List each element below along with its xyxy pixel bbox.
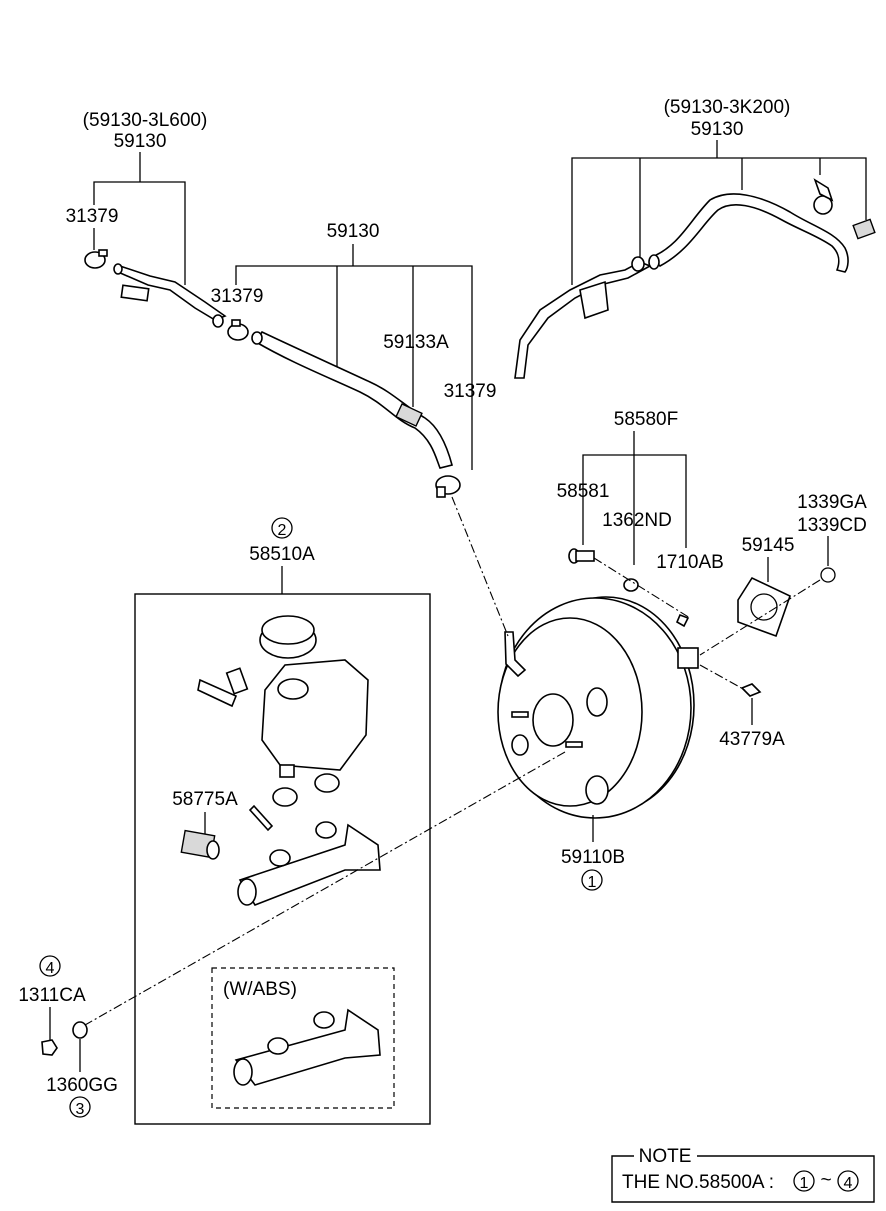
level-sensor-part bbox=[197, 678, 238, 708]
pin-2-label: 1710AB bbox=[656, 552, 724, 573]
note-range-start: 1 bbox=[800, 1175, 809, 1192]
booster-num-circle bbox=[581, 869, 603, 891]
abs-variant-box bbox=[211, 967, 395, 1109]
pin-2-part bbox=[675, 613, 690, 628]
clip-label: 1362ND bbox=[602, 510, 672, 531]
check-valve-part bbox=[395, 403, 423, 427]
nut-part bbox=[41, 1039, 58, 1056]
left-hose-label: 59130 bbox=[114, 131, 167, 152]
clamp-a-label: 31379 bbox=[66, 206, 119, 227]
mid-hose-leader bbox=[235, 244, 473, 470]
stud-dash-line bbox=[699, 579, 821, 656]
clamp-c-part bbox=[435, 475, 461, 498]
note-range-end-circle bbox=[837, 1170, 859, 1192]
split-pin-label: 43779A bbox=[719, 729, 785, 750]
master-cyl-num: 2 bbox=[278, 522, 287, 539]
master-cylinder-box bbox=[134, 593, 431, 1125]
pin-kit-leader bbox=[582, 431, 687, 565]
left-pipe-part bbox=[113, 263, 227, 328]
clamp-a-part bbox=[84, 249, 108, 269]
left-hose-alt-label: (59130-3L600) bbox=[83, 110, 208, 131]
pressure-sensor-part bbox=[180, 829, 220, 860]
washer-part bbox=[72, 1021, 88, 1039]
reservoir-grommet-label: 58775A bbox=[172, 789, 238, 810]
master-cyl-num-circle bbox=[271, 517, 293, 539]
right-hose-leader bbox=[571, 140, 867, 285]
middle-vacuum-hose-group: 59130 31379 59133A 31379 bbox=[211, 221, 497, 498]
pin-dash-line bbox=[593, 557, 691, 619]
pin-kit-label: 58580F bbox=[614, 409, 678, 430]
note-title: NOTE bbox=[639, 1146, 692, 1167]
master-cyl-label: 58510A bbox=[249, 544, 315, 565]
right-vacuum-hose-group: (59130-3K200) 59130 bbox=[514, 97, 876, 379]
nut-num: 4 bbox=[46, 960, 55, 977]
clamp-b-part bbox=[227, 319, 249, 341]
note-frame bbox=[611, 1155, 875, 1203]
gasket-part bbox=[737, 576, 791, 638]
washer-label: 1360GG bbox=[46, 1075, 118, 1096]
right-clamp-part bbox=[631, 178, 876, 272]
booster-to-washer-dash bbox=[84, 751, 566, 1026]
clevis-pin-part bbox=[568, 548, 595, 564]
note-box: NOTE THE NO.58500A : 1 ~ 4 bbox=[611, 1146, 875, 1203]
left-hose-leader bbox=[93, 152, 186, 285]
left-vacuum-hose-group: (59130-3L600) 59130 31379 bbox=[66, 110, 227, 328]
split-pin-part bbox=[740, 683, 762, 697]
pin-kit-group: 58580F 58581 1362ND 1710AB bbox=[557, 409, 724, 628]
clamp-b-label: 31379 bbox=[211, 286, 264, 307]
brake-booster-part bbox=[497, 596, 699, 819]
master-cylinder-group: 2 58510A 58775A (W bbox=[134, 517, 431, 1125]
washer-num-circle bbox=[69, 1096, 91, 1118]
nut-num-circle bbox=[39, 955, 61, 977]
booster-num: 1 bbox=[588, 874, 597, 891]
grommet-part bbox=[272, 787, 298, 807]
gasket-group: 1339GA 1339CD 59145 43779A bbox=[699, 492, 867, 750]
booster-label: 59110B bbox=[561, 847, 625, 868]
gasket-label: 59145 bbox=[742, 535, 795, 556]
note-range-start-circle bbox=[793, 1170, 815, 1192]
right-pipe-part bbox=[514, 261, 652, 379]
pin-label: 58581 bbox=[557, 481, 610, 502]
check-valve-label: 59133A bbox=[383, 332, 449, 353]
clip-part bbox=[623, 578, 639, 592]
note-range-end: 4 bbox=[844, 1175, 853, 1192]
nut-washer-group: 4 1311CA 1360GG 3 bbox=[18, 955, 118, 1118]
clamp-c-label: 31379 bbox=[444, 381, 497, 402]
note-text: THE NO.58500A : bbox=[622, 1172, 774, 1193]
reservoir-cap-part bbox=[259, 615, 317, 659]
nut-label: 1311CA bbox=[18, 985, 86, 1006]
hose-to-booster-dash bbox=[451, 496, 509, 637]
note-tilde: ~ bbox=[820, 1170, 831, 1191]
master-cylinder-body-part bbox=[238, 823, 381, 906]
right-hose-label: 59130 bbox=[691, 119, 744, 140]
mid-hose-part bbox=[254, 330, 453, 469]
stud-b-label: 1339CD bbox=[797, 515, 867, 536]
stud-part bbox=[820, 567, 836, 583]
washer-num: 3 bbox=[76, 1101, 85, 1118]
stud-a-label: 1339GA bbox=[797, 492, 867, 513]
reservoir-part bbox=[261, 659, 369, 771]
abs-master-cylinder-part bbox=[233, 1008, 381, 1086]
abs-variant-label: (W/ABS) bbox=[223, 979, 297, 1000]
split-pin-dash bbox=[699, 664, 746, 691]
right-hose-alt-label: (59130-3K200) bbox=[664, 97, 791, 118]
mid-hose-label: 59130 bbox=[327, 221, 380, 242]
